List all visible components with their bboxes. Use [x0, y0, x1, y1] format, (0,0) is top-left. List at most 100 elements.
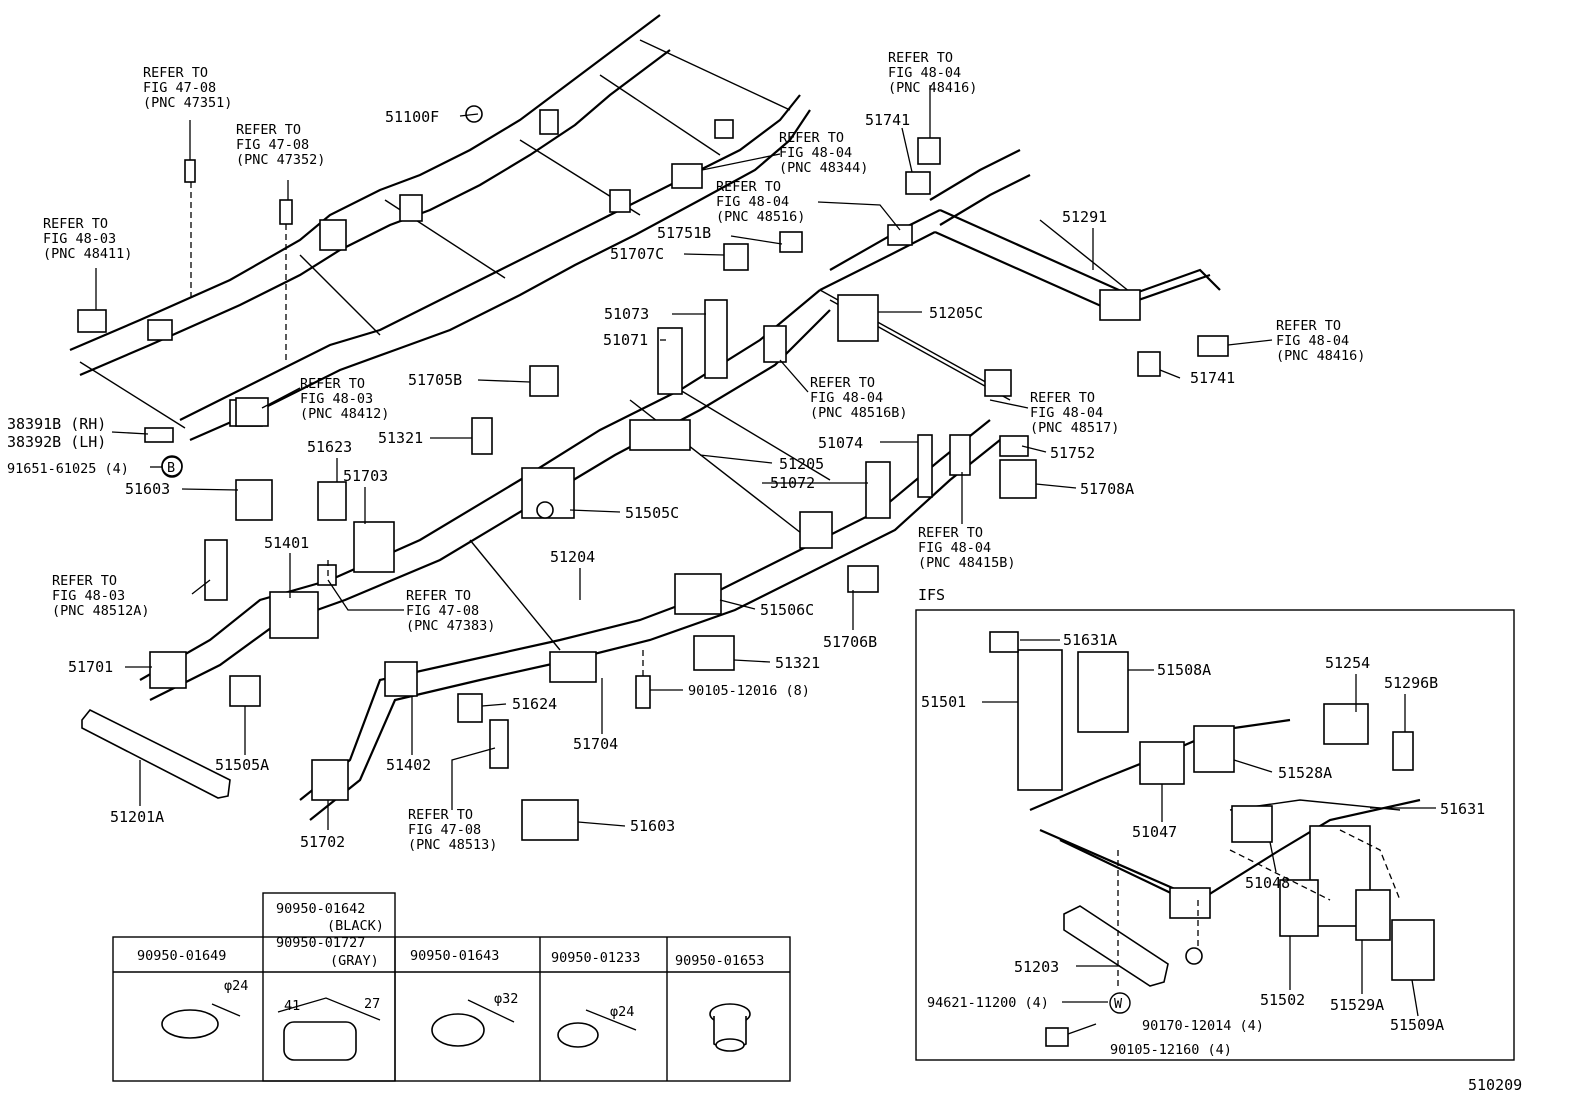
refer-note: (PNC 47352)	[236, 152, 325, 168]
part-label: 51205	[779, 455, 824, 473]
part-label: 90105-12016 (8)	[688, 683, 810, 699]
part-label: 51071	[603, 331, 648, 349]
part-label: 51321	[775, 654, 820, 672]
refer-note: REFER TO	[52, 573, 117, 589]
refer-note: REFER TO	[406, 588, 471, 604]
plug-4	[557, 1022, 599, 1048]
part-label: 51631A	[1063, 631, 1117, 649]
leader-lines	[95, 85, 1273, 830]
part-label: 51048	[1245, 874, 1290, 892]
part-label: 51321	[378, 429, 423, 447]
part-label: 51741	[1190, 369, 1235, 387]
part-label: 38392B (LH)	[7, 433, 106, 451]
plug-part-number: 90950-01642	[276, 901, 365, 917]
part-label: 51205C	[929, 304, 983, 322]
refer-note: (PNC 47351)	[143, 95, 232, 111]
part-label: 51291	[1062, 208, 1107, 226]
ifs-label: IFS	[918, 586, 945, 604]
part-label: 51506C	[760, 601, 814, 619]
loose-parts	[81, 137, 1229, 841]
part-label: 51201A	[110, 808, 164, 826]
part-label: 90170-12014 (4)	[1142, 1018, 1264, 1034]
refer-note: (PNC 48513)	[408, 837, 497, 853]
refer-note: REFER TO	[408, 807, 473, 823]
plug-1	[161, 1009, 219, 1039]
part-label: 51741	[865, 111, 910, 129]
refer-note: (PNC 48516)	[716, 209, 805, 225]
refer-note: (PNC 48344)	[779, 160, 868, 176]
middle-frame-drawing	[139, 289, 1001, 821]
circled-w-symbol	[1109, 992, 1131, 1014]
part-label: 51707C	[610, 245, 664, 263]
part-label: 51401	[264, 534, 309, 552]
part-label: 51296B	[1384, 674, 1438, 692]
refer-note: REFER TO	[143, 65, 208, 81]
part-label: 51254	[1325, 654, 1370, 672]
refer-note: REFER TO	[236, 122, 301, 138]
ifs-box	[915, 609, 1515, 1061]
refer-note: REFER TO	[888, 50, 953, 66]
refer-note: FIG 48-03	[300, 391, 373, 407]
plug-table: 90950-01649 90950-01642 (BLACK) 90950-01…	[112, 892, 791, 1082]
plug-part-number: 90950-01643	[410, 948, 499, 964]
refer-note: FIG 48-04	[779, 145, 852, 161]
part-labels: 51100F 51291 51741 51741 51751B 51707C 5…	[7, 108, 1235, 851]
refer-note: FIG 47-08	[143, 80, 216, 96]
part-label: 51502	[1260, 991, 1305, 1009]
part-label: 51624	[512, 695, 557, 713]
refer-note: (PNC 48416)	[888, 80, 977, 96]
refer-note: (PNC 48412)	[300, 406, 389, 422]
part-label: 94621-11200 (4)	[927, 995, 1049, 1011]
part-label: 51701	[68, 658, 113, 676]
part-label: 51501	[921, 693, 966, 711]
part-label: 51623	[307, 438, 352, 456]
refer-note: REFER TO	[43, 216, 108, 232]
refer-note: REFER TO	[810, 375, 875, 391]
part-label: 38391B (RH)	[7, 415, 106, 433]
plug-3	[431, 1013, 485, 1047]
plug-color: (BLACK)	[327, 918, 384, 934]
refer-note: (PNC 48411)	[43, 246, 132, 262]
part-label: 51706B	[823, 633, 877, 651]
refer-note: (PNC 48416)	[1276, 348, 1365, 364]
part-label: 51703	[343, 467, 388, 485]
part-label: 51702	[300, 833, 345, 851]
plug-part-number: 90950-01649	[137, 948, 226, 964]
dimension-label: φ24	[610, 1004, 634, 1020]
part-label: 51505A	[215, 756, 269, 774]
part-label: 51505C	[625, 504, 679, 522]
part-label: 51074	[818, 434, 863, 452]
part-label: 51704	[573, 735, 618, 753]
part-label: 51603	[125, 480, 170, 498]
refer-note: REFER TO	[779, 130, 844, 146]
refer-note: REFER TO	[716, 179, 781, 195]
part-label: 51528A	[1278, 764, 1332, 782]
part-label: 51047	[1132, 823, 1177, 841]
part-label: 51631	[1440, 800, 1485, 818]
refer-note: REFER TO	[300, 376, 365, 392]
refer-note: REFER TO	[1030, 390, 1095, 406]
refer-note: (PNC 48415B)	[918, 555, 1016, 571]
plug-part-number: 90950-01727	[276, 935, 365, 951]
refer-note: FIG 48-04	[810, 390, 883, 406]
part-label: 51752	[1050, 444, 1095, 462]
rear-frame-drawing	[819, 149, 1221, 401]
refer-note: FIG 47-08	[406, 603, 479, 619]
part-label: 51603	[630, 817, 675, 835]
upper-frame-drawing	[69, 14, 811, 442]
refer-note: FIG 48-04	[1276, 333, 1349, 349]
part-label: 51073	[604, 305, 649, 323]
part-label: 51508A	[1157, 661, 1211, 679]
plug-part-number: 90950-01653	[675, 953, 764, 969]
part-label: 51100F	[385, 108, 439, 126]
part-label: 51705B	[408, 371, 462, 389]
part-label: 90105-12160 (4)	[1110, 1042, 1232, 1058]
refer-note: (PNC 48516B)	[810, 405, 908, 421]
part-label: 51708A	[1080, 480, 1134, 498]
refer-note: FIG 48-03	[43, 231, 116, 247]
part-label: 51204	[550, 548, 595, 566]
refer-note: REFER TO	[1276, 318, 1341, 334]
refer-note: FIG 47-08	[408, 822, 481, 838]
part-label: W	[1114, 996, 1123, 1012]
